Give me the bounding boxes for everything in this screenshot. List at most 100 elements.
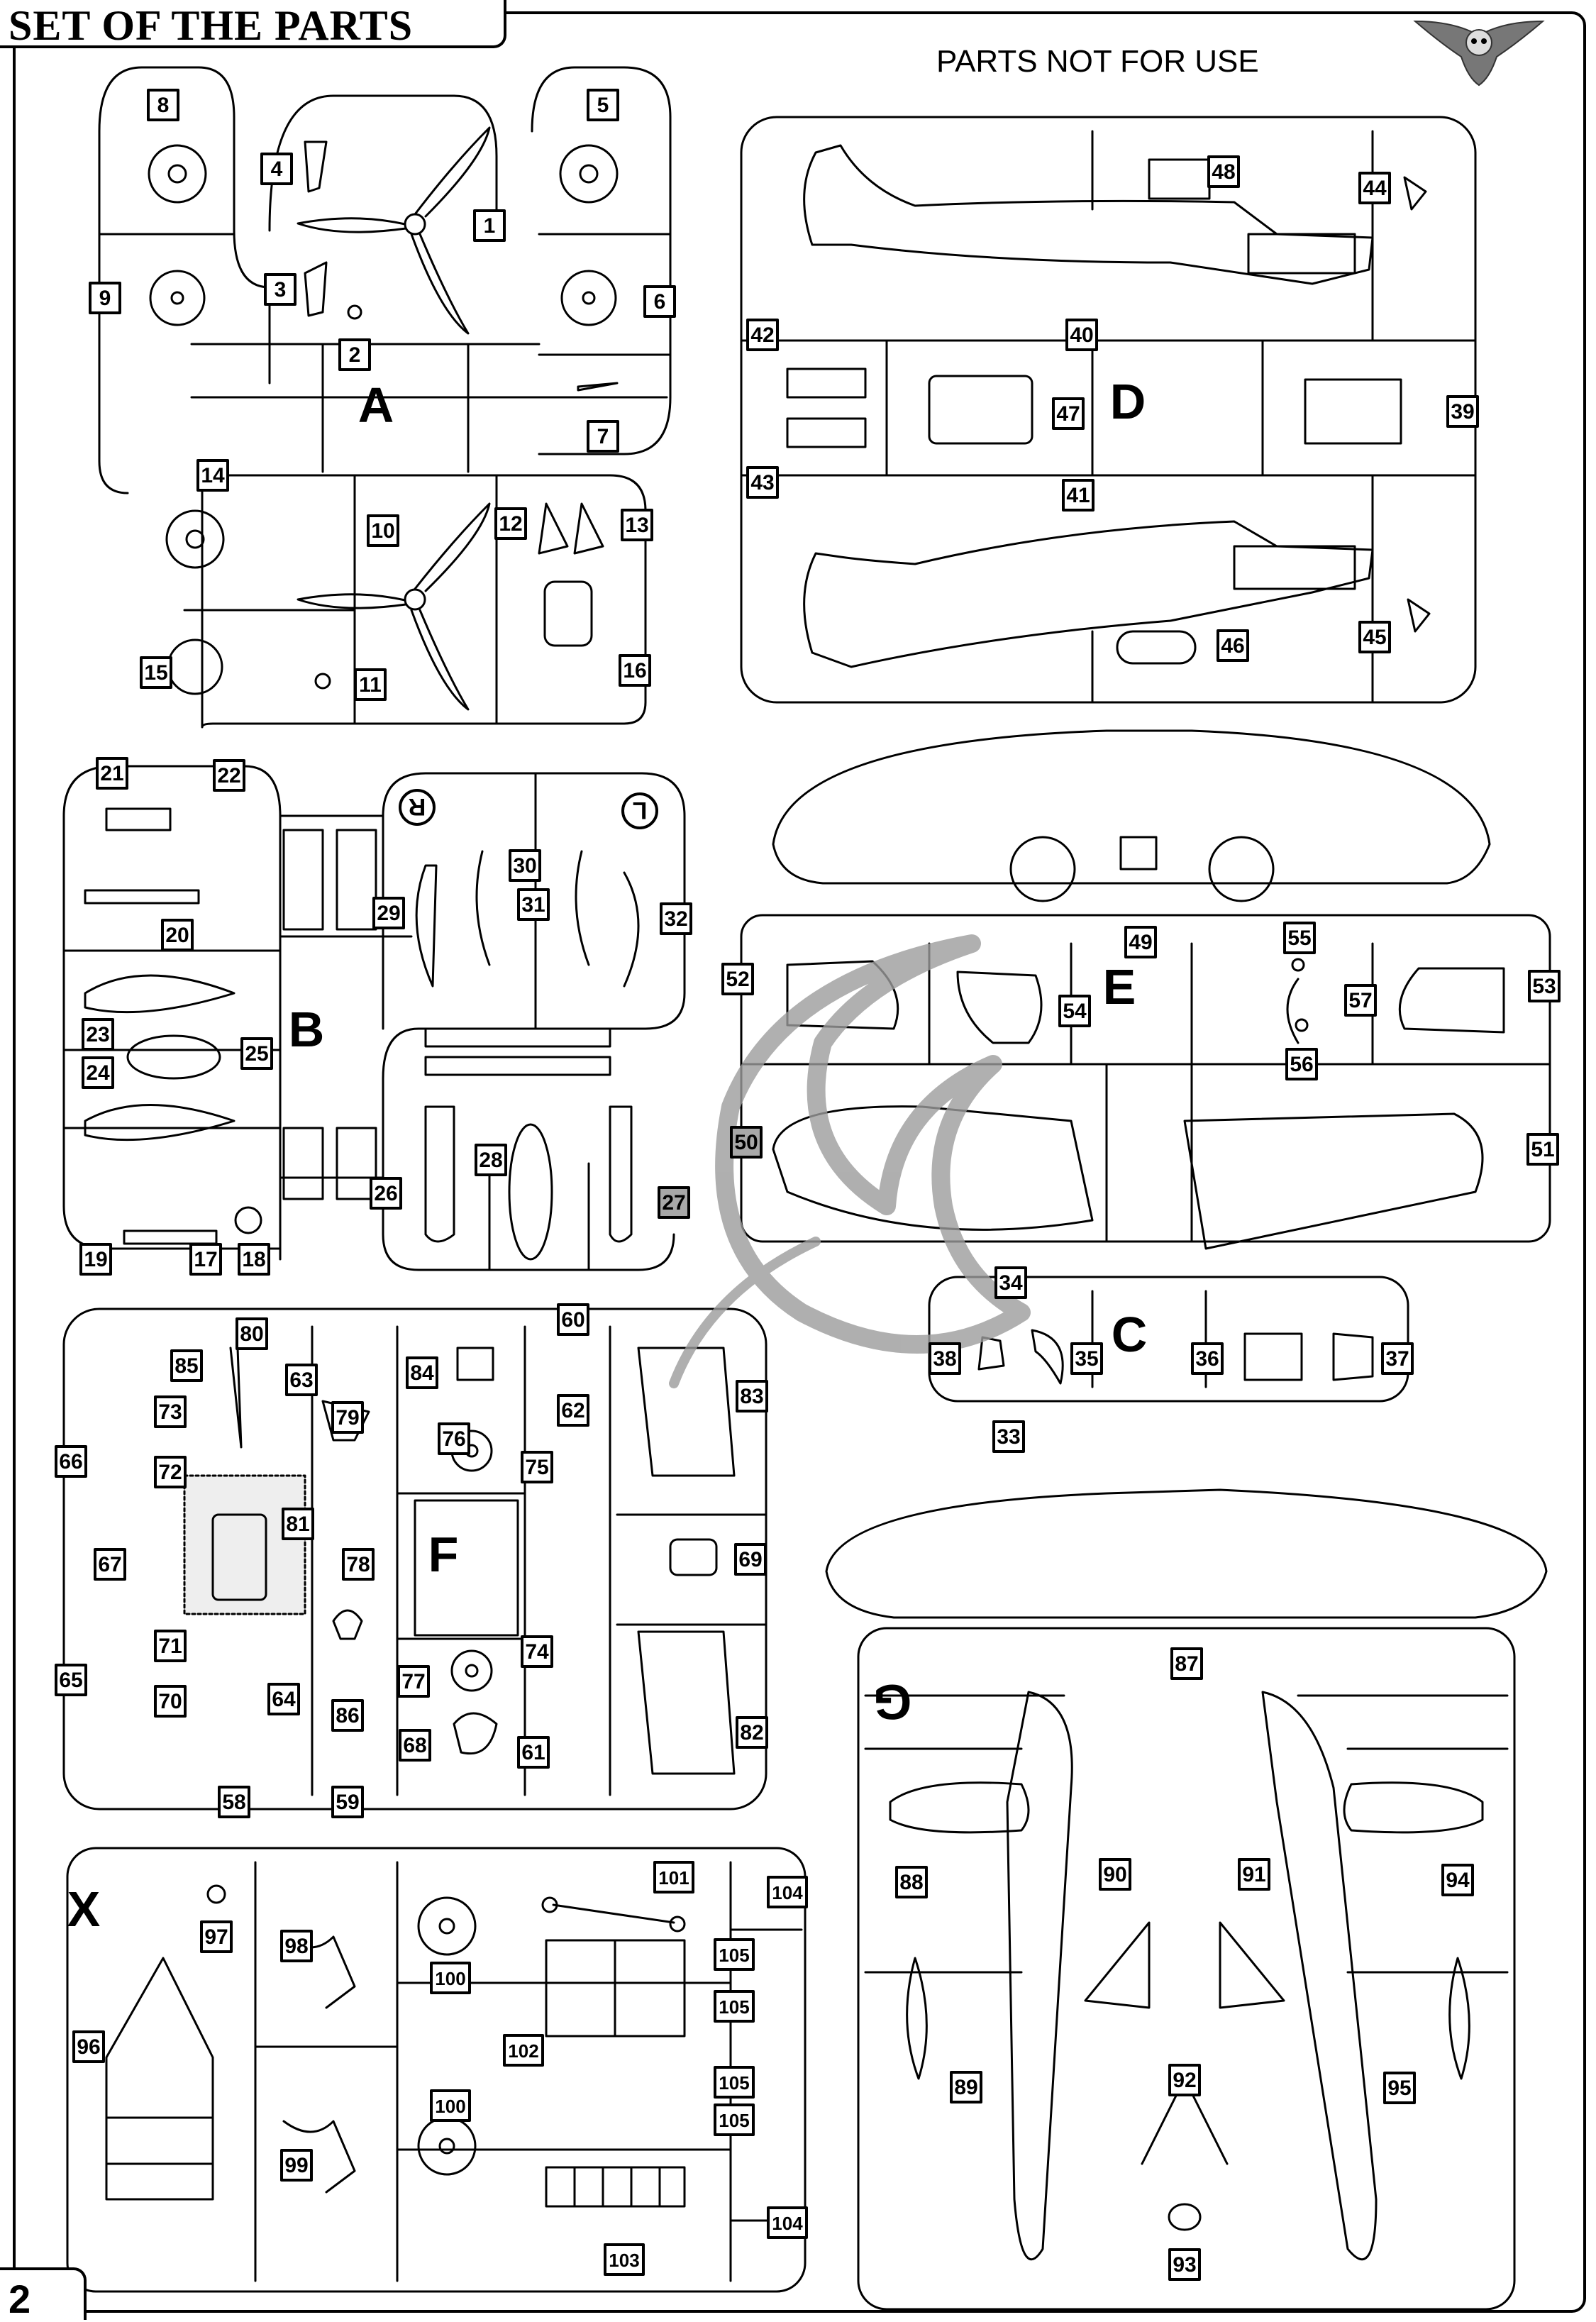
- part-number-box: [370, 1177, 402, 1210]
- part-number-box: [714, 2103, 755, 2136]
- part-number-box: [82, 1018, 114, 1051]
- part-number-label: 99: [284, 2154, 308, 2177]
- part-number-label: 8: [157, 94, 170, 117]
- part-number-tag: 9: [89, 282, 121, 314]
- part-number-tag: 20: [161, 919, 194, 951]
- part-number-label: 72: [158, 1461, 182, 1484]
- sprue-letter-c: C: [1112, 1307, 1148, 1362]
- part-number-tag: 54: [1058, 995, 1091, 1027]
- part-number-label: 18: [242, 1248, 265, 1271]
- part-number-box: [331, 1786, 364, 1818]
- part-number-label: 31: [521, 893, 545, 917]
- part-number-box: [767, 2206, 808, 2239]
- part-number-box: [1441, 1864, 1474, 1896]
- part-number-tag: 104: [767, 2206, 808, 2239]
- part-number-box: [161, 919, 194, 951]
- part-number-label: 48: [1212, 160, 1235, 184]
- part-number-tag: 62: [557, 1394, 589, 1427]
- part-number-label: 53: [1532, 975, 1556, 998]
- part-number-tag: 66: [55, 1445, 87, 1478]
- part-number-tag: 50: [730, 1126, 763, 1159]
- part-number-tag: 100: [430, 2089, 471, 2122]
- not-for-use-notice: PARTS NOT FOR USE: [936, 44, 1259, 79]
- part-number-tag: 61: [517, 1736, 550, 1769]
- part-number-tag: 42: [746, 319, 779, 351]
- part-number-tag: 83: [736, 1380, 768, 1412]
- part-number-tag: 97: [200, 1920, 233, 1953]
- part-number-tag: 80: [235, 1317, 268, 1350]
- part-number-box: [1170, 1647, 1203, 1680]
- part-number-box: [473, 209, 506, 242]
- part-number-label: 27: [662, 1191, 685, 1215]
- part-number-tag: 17: [189, 1243, 222, 1276]
- part-number-label: 7: [597, 425, 609, 448]
- part-number-label: 22: [217, 764, 240, 787]
- part-number-box: [714, 1990, 755, 2023]
- part-number-box: [1358, 172, 1391, 204]
- part-number-box: [331, 1401, 364, 1434]
- part-number-box: [621, 509, 653, 541]
- part-number-label: 11: [359, 673, 382, 697]
- part-number-box: [154, 1630, 187, 1662]
- part-number-box: [235, 1317, 268, 1350]
- part-number-tag: 90: [1099, 1858, 1131, 1891]
- part-number-label: 100: [435, 1968, 465, 1989]
- part-number-tag: 67: [94, 1548, 126, 1581]
- part-number-label: 14: [201, 464, 225, 487]
- part-number-tag: 13: [621, 509, 653, 541]
- part-number-box: [730, 1126, 763, 1159]
- sprue-a-parts: [148, 126, 619, 711]
- part-number-tag: 14: [196, 459, 229, 492]
- sprue-d-parts: [786, 144, 1431, 668]
- part-number-box: [55, 1445, 87, 1478]
- part-number-label: 104: [772, 2213, 803, 2234]
- part-number-box: [1528, 970, 1561, 1002]
- part-number-tag: 52: [721, 963, 754, 995]
- part-number-tag: 26: [370, 1177, 402, 1210]
- part-number-label: 64: [272, 1688, 296, 1711]
- part-number-tag: 35: [1070, 1342, 1103, 1375]
- part-number-box: [430, 2089, 471, 2122]
- part-number-box: [218, 1786, 250, 1818]
- part-number-label: 95: [1387, 2077, 1411, 2100]
- part-number-box: [746, 319, 779, 351]
- part-number-label: 59: [336, 1791, 359, 1814]
- part-number-box: [1217, 629, 1249, 662]
- part-number-tag: 8: [147, 89, 179, 121]
- part-number-box: [154, 1395, 187, 1428]
- part-number-box: [338, 338, 371, 371]
- part-number-box: [604, 2243, 645, 2276]
- part-number-tag: 93: [1168, 2248, 1201, 2281]
- part-number-label: 19: [84, 1248, 107, 1271]
- part-number-box: [354, 668, 387, 701]
- part-number-box: [264, 273, 297, 306]
- part-number-box: [714, 2066, 755, 2099]
- part-number-tag: 37: [1381, 1342, 1414, 1375]
- part-number-label: 6: [654, 290, 666, 314]
- part-number-label: 98: [284, 1935, 308, 1958]
- part-number-tag: 49: [1124, 926, 1157, 958]
- part-number-tag: 74: [521, 1635, 553, 1668]
- part-number-tag: 103: [604, 2243, 645, 2276]
- part-number-tag: 1: [473, 209, 506, 242]
- part-number-label: 40: [1070, 324, 1093, 347]
- part-number-tag: 68: [399, 1729, 431, 1762]
- part-number-box: [521, 1635, 553, 1668]
- part-number-label: 76: [442, 1427, 465, 1451]
- svg-text:L: L: [633, 797, 648, 824]
- part-number-box: [1344, 984, 1377, 1017]
- part-number-tag: 15: [140, 656, 172, 689]
- part-number-label: 38: [933, 1347, 956, 1371]
- part-number-tag: 76: [438, 1422, 470, 1455]
- part-number-box: [643, 285, 676, 318]
- part-number-tag: 36: [1191, 1342, 1224, 1375]
- part-number-tag: 18: [238, 1243, 270, 1276]
- part-number-box: [736, 1380, 768, 1412]
- part-number-label: 34: [999, 1271, 1023, 1295]
- part-number-label: 93: [1173, 2253, 1196, 2277]
- part-number-box: [503, 2034, 544, 2067]
- part-number-tag: 45: [1358, 621, 1391, 653]
- part-number-tag: 43: [746, 466, 779, 499]
- part-number-label: 87: [1175, 1652, 1198, 1676]
